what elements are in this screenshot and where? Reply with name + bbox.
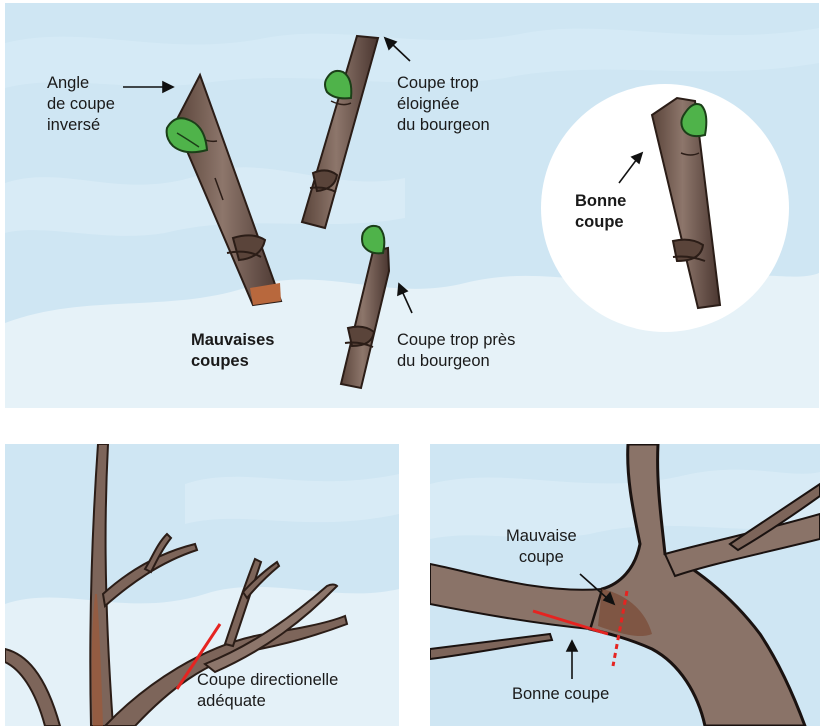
bad-cuts-label: Mauvaises coupes xyxy=(191,330,274,372)
branch xyxy=(103,544,197,606)
branch xyxy=(430,634,552,659)
good-cut-label: Bonne coupe xyxy=(575,191,626,233)
branch xyxy=(430,564,602,629)
directional-cut-label: Coupe directionelle adéquate xyxy=(197,670,338,712)
bad-cut-label: Mauvaise coupe xyxy=(506,526,577,568)
arrow-good-cut xyxy=(567,641,577,679)
bad-cuts-panel: Angle de coupe inversé Coupe trop éloign… xyxy=(5,3,819,408)
branch-collar-panel: Mauvaise coupe Bonne coupe xyxy=(430,444,820,726)
good-cut-label-bottom: Bonne coupe xyxy=(512,684,609,705)
too-far-label: Coupe trop éloignée du bourgeon xyxy=(397,73,490,136)
angle-label: Angle de coupe inversé xyxy=(47,73,115,136)
branch-collar-illustration xyxy=(430,444,820,726)
bud-icon xyxy=(362,226,384,253)
bud-icon xyxy=(325,71,351,99)
cloud-band xyxy=(185,474,399,524)
too-close-label: Coupe trop près du bourgeon xyxy=(397,330,515,372)
directional-cut-panel: Coupe directionelle adéquate xyxy=(5,444,399,726)
